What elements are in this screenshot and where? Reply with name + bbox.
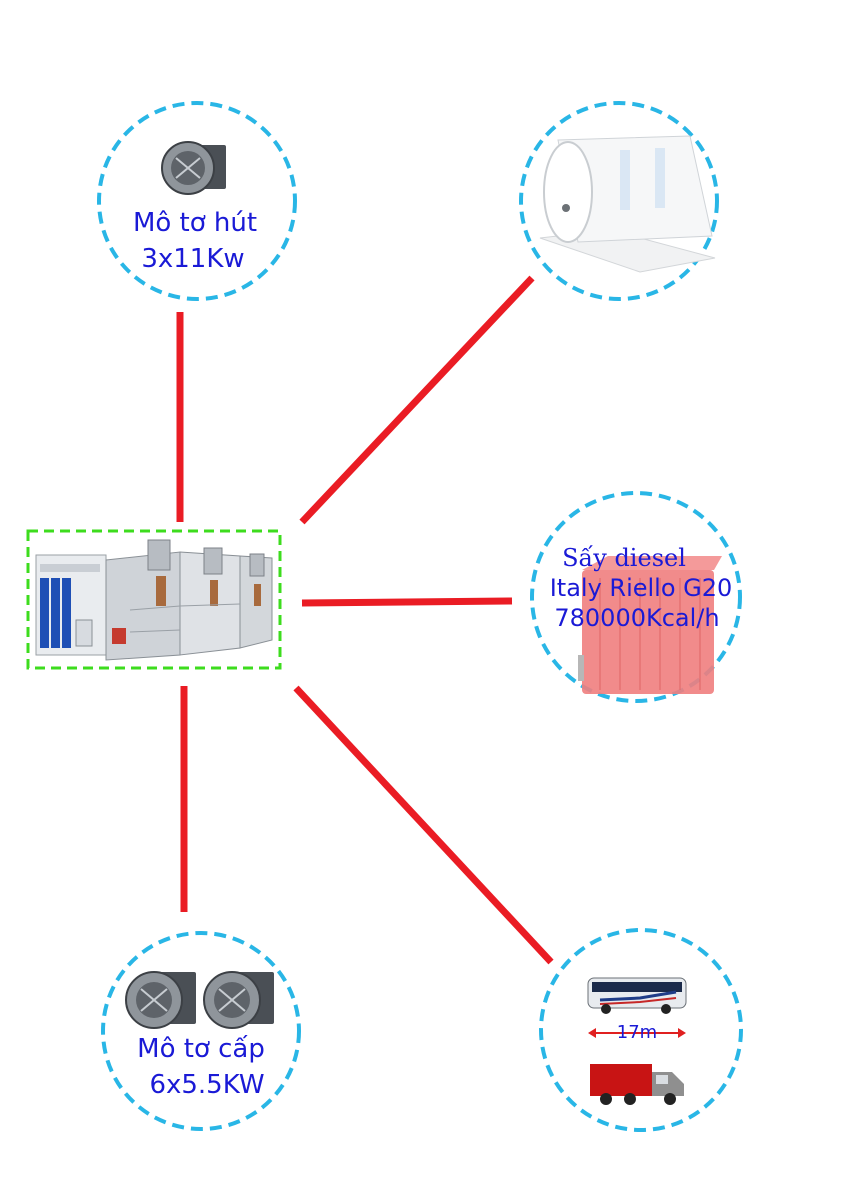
- vehicle-length-label: 17m: [617, 1022, 657, 1043]
- node-burner: Sấy diesel Italy Riello G20 780000Kcal/h: [530, 491, 742, 703]
- supply-motor-label-line2: 6x5.5KW: [149, 1070, 264, 1100]
- exhaust-motor-label-line2: 3x11Kw: [141, 244, 244, 274]
- supply-motor-label-line1: Mô tơ cấp: [137, 1034, 265, 1064]
- length-dimension: 17m: [588, 1022, 686, 1043]
- filter-roll-icon: [539, 135, 716, 273]
- truck-icon: [590, 1064, 684, 1105]
- connector-vehicles: [293, 685, 554, 965]
- exhaust-motor-label-line1: Mô tơ hút: [133, 208, 257, 238]
- blower-fan-icon: [125, 971, 196, 1029]
- burner-label-line1: Sấy diesel: [562, 544, 686, 572]
- center-paint-booth-node: [26, 529, 282, 670]
- bus-icon: [587, 977, 687, 1014]
- node-supply-motor: Mô tơ cấp 6x5.5KW: [101, 931, 301, 1131]
- burner-label-line2: Italy Riello G20: [550, 574, 733, 602]
- center-node-border: [26, 529, 282, 670]
- node-filter-roll: [519, 101, 719, 301]
- node-vehicles: 17m: [539, 928, 743, 1132]
- connector-filter-roll: [299, 275, 535, 525]
- blower-fan-icon: [161, 141, 226, 195]
- connectors: [176, 275, 554, 965]
- node-border: [97, 101, 297, 301]
- paint-booth-image: [35, 539, 273, 661]
- connector-burner: [301, 597, 513, 607]
- burner-label-line3: 780000Kcal/h: [554, 604, 719, 632]
- node-exhaust-motor: Mô tơ hút 3x11Kw: [97, 101, 297, 301]
- blower-fan-icon: [203, 971, 274, 1029]
- burner-unit-icon: [578, 556, 722, 694]
